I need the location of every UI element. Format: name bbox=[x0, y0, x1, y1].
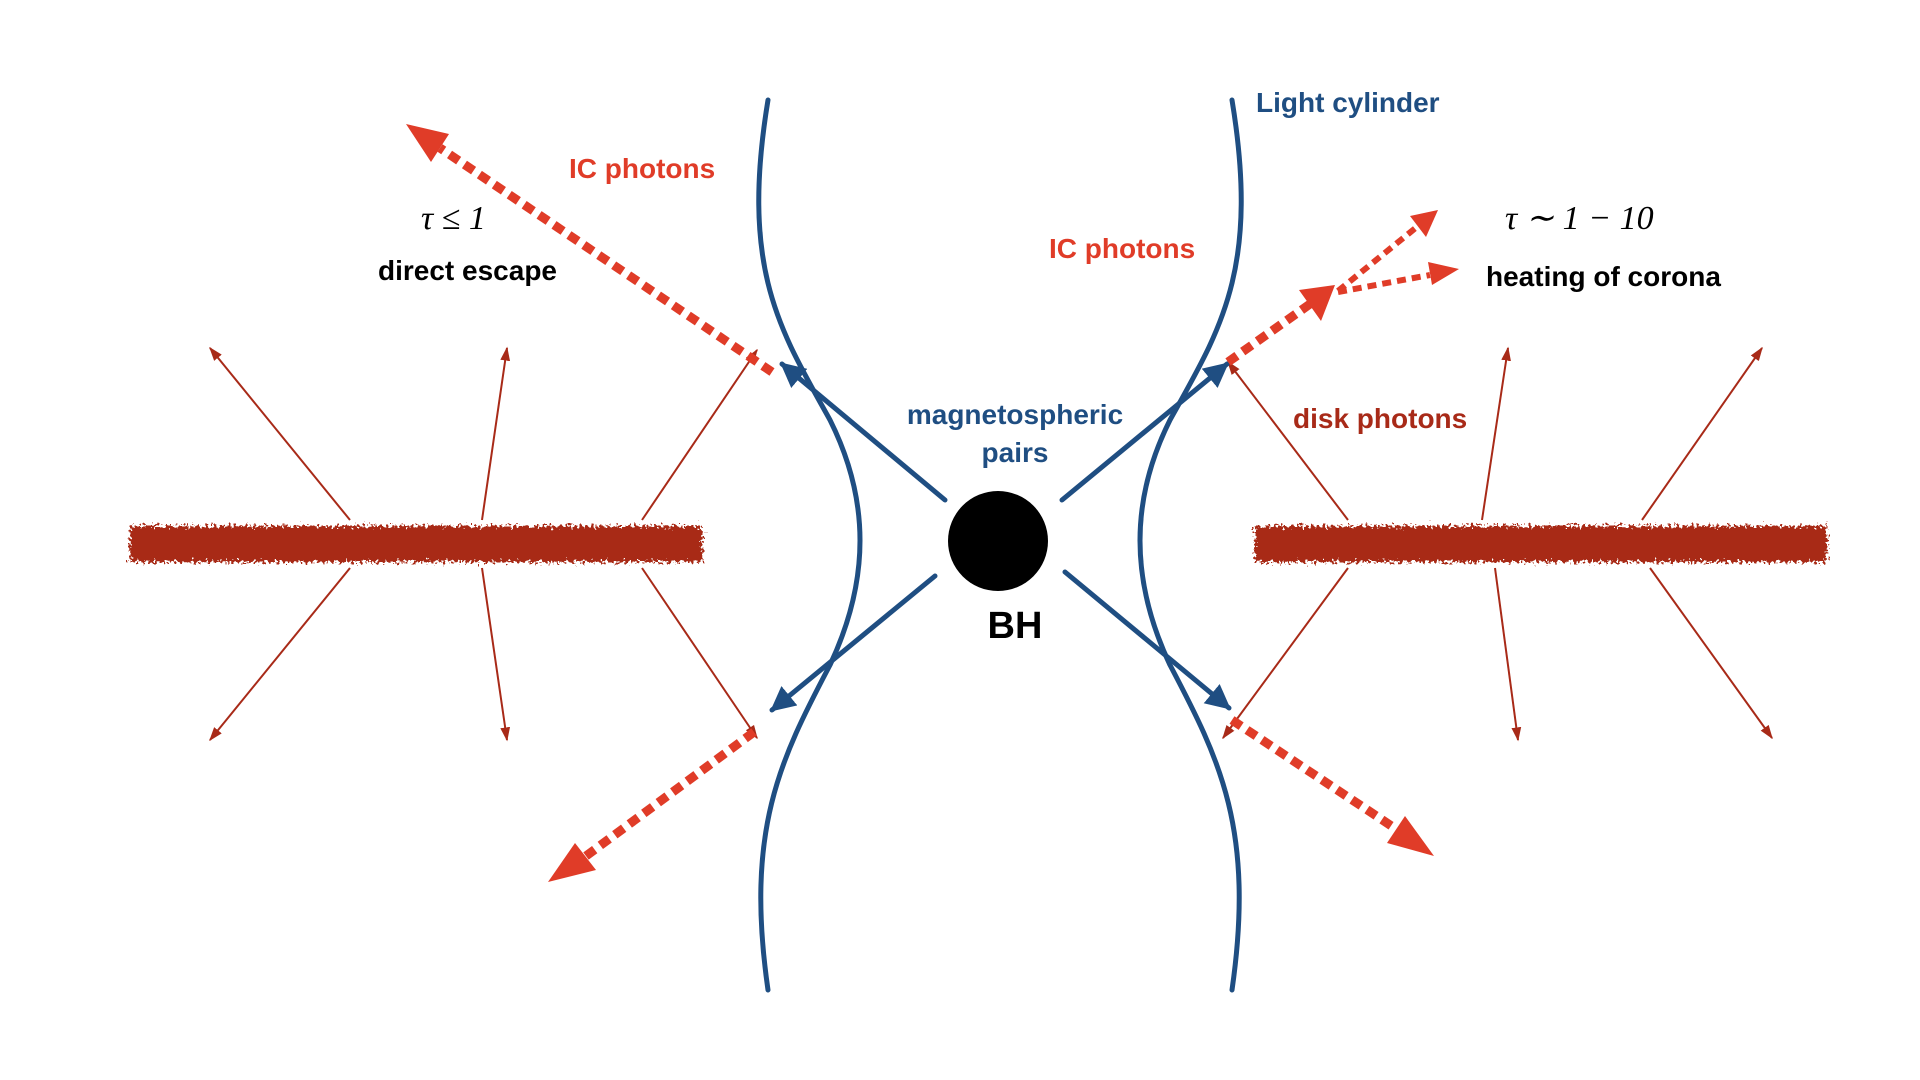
pair-arrows bbox=[769, 361, 1232, 713]
disk-photon-arrows-right bbox=[1222, 346, 1773, 742]
tau-right-label: τ ∼ 1 − 10 bbox=[1505, 200, 1654, 237]
ic-arrow-lower-right bbox=[1229, 716, 1434, 856]
ic-arrow-upper-right bbox=[1225, 210, 1459, 366]
ic-photon-arrows bbox=[406, 124, 1459, 882]
ic-photons-right-label: IC photons bbox=[1049, 233, 1195, 264]
tau-left-label: τ ≤ 1 bbox=[421, 200, 486, 237]
magnetospheric-pairs-label-line1: magnetospheric bbox=[907, 399, 1123, 430]
direct-escape-label: direct escape bbox=[378, 255, 557, 286]
light-cylinder-label: Light cylinder bbox=[1256, 87, 1440, 118]
heating-of-corona-label: heating of corona bbox=[1486, 261, 1721, 292]
disk-photon-arrows-left bbox=[209, 346, 758, 742]
accretion-disk-right bbox=[1255, 526, 1827, 562]
ic-arrow-lower-left bbox=[548, 728, 757, 882]
light-cylinder bbox=[756, 97, 1244, 993]
ic-photons-left-label: IC photons bbox=[569, 153, 715, 184]
black-hole bbox=[948, 491, 1048, 591]
magnetospheric-pairs-label-line2: pairs bbox=[982, 437, 1049, 468]
disk-photons-label: disk photons bbox=[1293, 403, 1467, 434]
ic-arrow-upper-left bbox=[406, 124, 775, 376]
bh-label: BH bbox=[988, 605, 1043, 647]
accretion-disk-left bbox=[130, 526, 702, 562]
